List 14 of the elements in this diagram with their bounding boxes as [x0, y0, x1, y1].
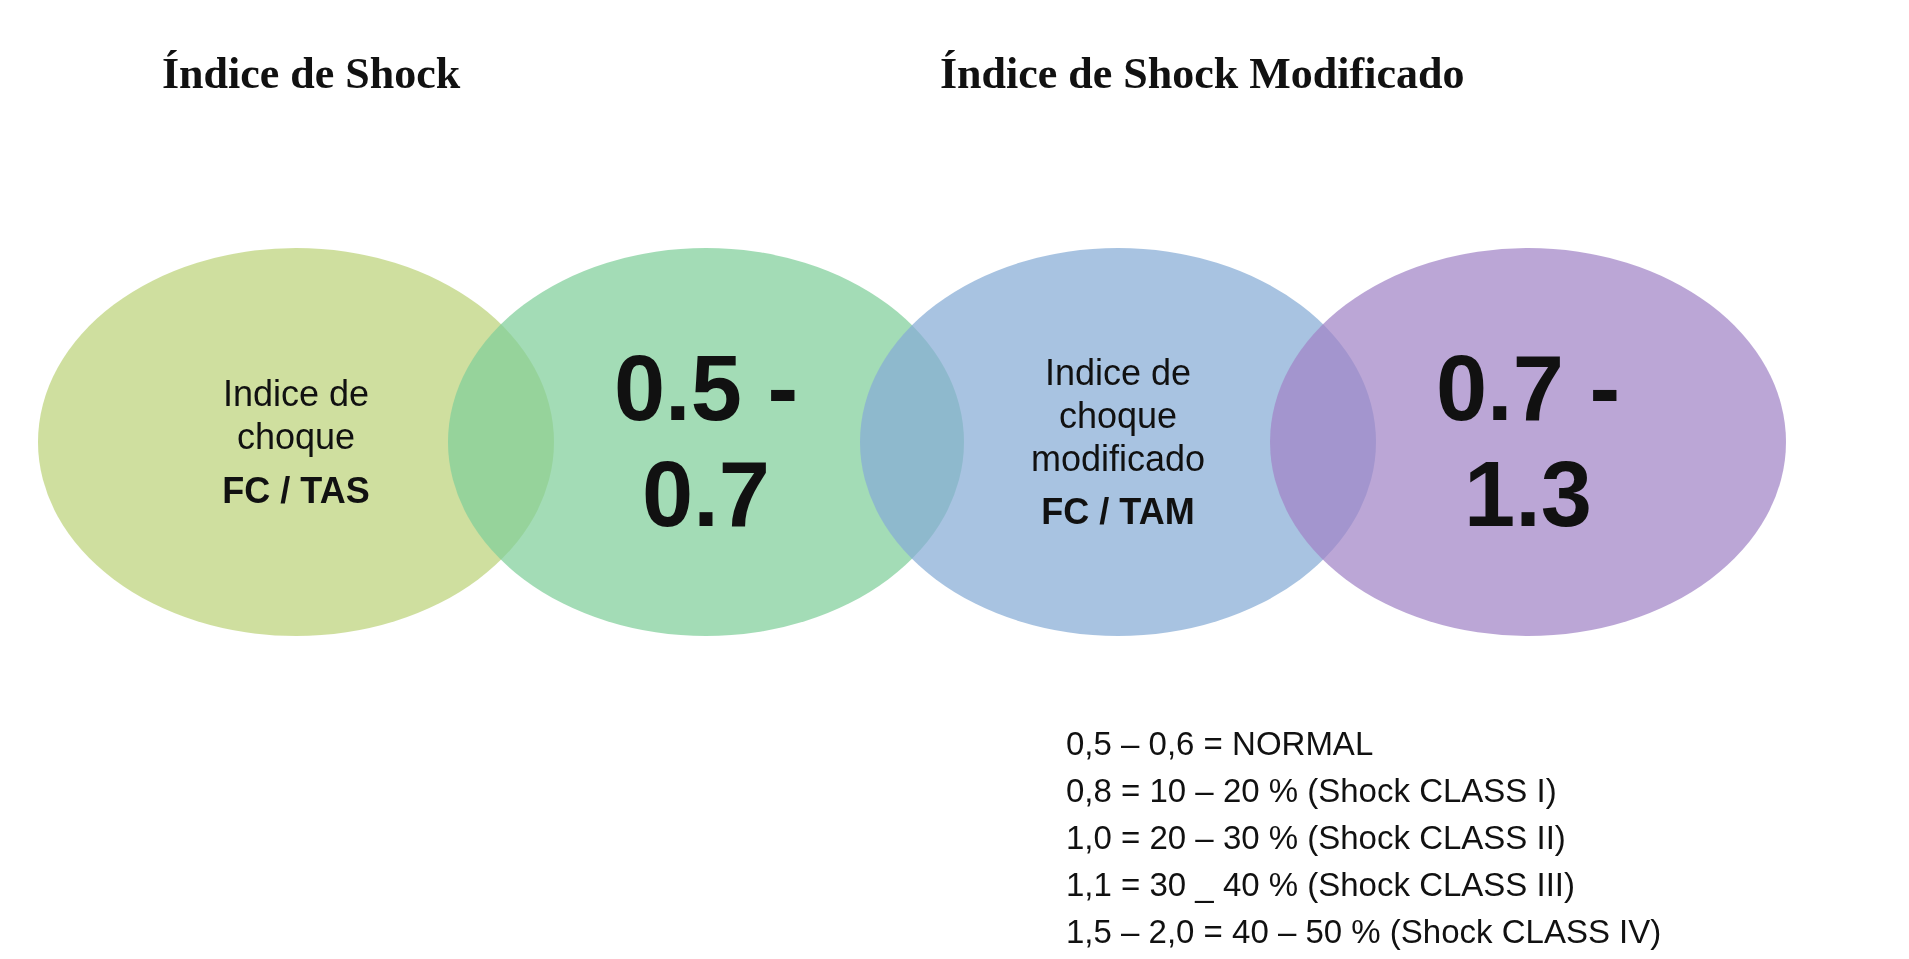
formula: FC / TAM [1040, 490, 1196, 534]
node-title: Indice de choque modificado [1029, 350, 1207, 481]
ellipse-node [1270, 248, 1786, 636]
value-range: 0.7 - 1.3 [1434, 336, 1622, 547]
heading: Índice de Shock [162, 48, 461, 99]
legend-line: 1,5 – 2,0 = 40 – 50 % (Shock CLASS IV) [1066, 913, 1662, 951]
value-range: 0.5 - 0.7 [612, 336, 800, 547]
legend-line: 0,5 – 0,6 = NORMAL [1066, 725, 1374, 763]
heading: Índice de Shock Modificado [940, 48, 1465, 99]
formula: FC / TAS [221, 468, 371, 512]
legend-line: 1,1 = 30 _ 40 % (Shock CLASS III) [1066, 866, 1576, 904]
node-title: Indice de choque [221, 372, 371, 459]
legend-line: 0,8 = 10 – 20 % (Shock CLASS I) [1066, 772, 1557, 810]
legend-line: 1,0 = 20 – 30 % (Shock CLASS II) [1066, 819, 1566, 857]
